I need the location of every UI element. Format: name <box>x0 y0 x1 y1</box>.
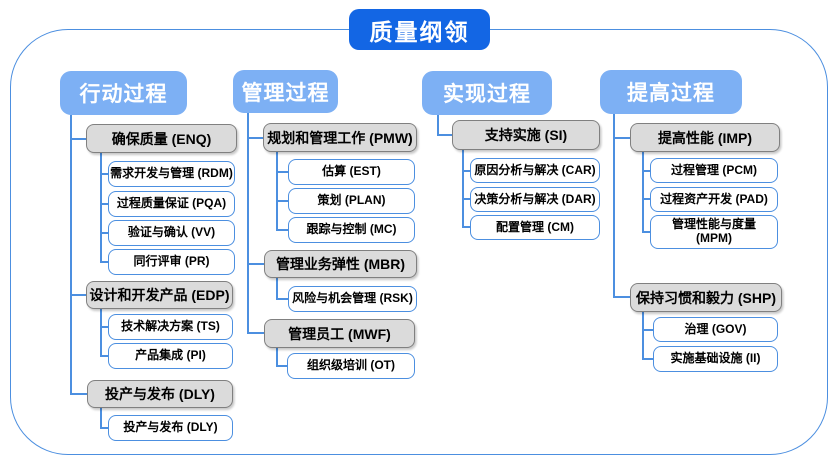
connector-col4-spine <box>613 114 615 297</box>
leaf-dar: 决策分析与解决 (DAR) <box>470 187 600 212</box>
leaf-plan: 策划 (PLAN) <box>288 188 415 214</box>
connector-col1-dly <box>70 393 87 395</box>
leaf-dly: 投产与发布 (DLY) <box>108 415 233 441</box>
connector-col2-spine <box>247 113 249 333</box>
connector-col4-shp <box>613 296 630 298</box>
connector-mwf-spine <box>276 348 278 366</box>
connector-pad <box>642 198 650 200</box>
connector-col2-pmw <box>247 137 263 139</box>
connector-edp-spine <box>100 309 102 356</box>
branch-header-action-process: 行动过程 <box>60 71 187 115</box>
connector-col2-mwf <box>247 332 264 334</box>
group-enq: 确保质量 (ENQ) <box>86 124 237 153</box>
diagram-title: 质量纲领 <box>349 9 490 50</box>
connector-pqa <box>100 203 108 205</box>
leaf-pi: 产品集成 (PI) <box>108 343 233 369</box>
connector-ot <box>276 365 287 367</box>
leaf-car: 原因分析与解决 (CAR) <box>470 158 600 183</box>
leaf-pad: 过程资产开发 (PAD) <box>650 187 778 212</box>
connector-plan <box>276 200 288 202</box>
leaf-mpm: 管理性能与度量 (MPM) <box>650 215 778 249</box>
connector-gov <box>642 329 653 331</box>
connector-col1-enq <box>70 138 86 140</box>
connector-col3-spine <box>437 115 439 135</box>
leaf-ts: 技术解决方案 (TS) <box>108 314 233 340</box>
connector-pi <box>100 355 108 357</box>
connector-est <box>276 171 288 173</box>
connector-mbr-spine <box>276 278 278 299</box>
connector-dly-spine <box>100 408 102 428</box>
group-si: 支持实施 (SI) <box>452 120 600 150</box>
branch-header-implementation-process: 实现过程 <box>422 71 552 115</box>
connector-enq-spine <box>100 153 102 262</box>
connector-rsk <box>276 298 288 300</box>
connector-dly-leaf <box>100 427 108 429</box>
branch-header-improvement-process: 提高过程 <box>600 70 742 114</box>
connector-col1-spine <box>70 115 72 394</box>
group-mwf: 管理员工 (MWF) <box>264 319 415 348</box>
leaf-mc: 跟踪与控制 (MC) <box>288 217 415 243</box>
connector-cm <box>462 226 470 228</box>
connector-dar <box>462 198 470 200</box>
connector-shp-spine <box>642 312 644 359</box>
leaf-est: 估算 (EST) <box>288 159 415 185</box>
leaf-gov: 治理 (GOV) <box>653 317 778 342</box>
connector-pr <box>100 261 108 263</box>
group-mbr: 管理业务弹性 (MBR) <box>264 250 417 278</box>
connector-pcm <box>642 170 650 172</box>
connector-car <box>462 170 470 172</box>
connector-vv <box>100 232 108 234</box>
group-pmw: 规划和管理工作 (PMW) <box>263 123 417 152</box>
connector-si-spine <box>462 150 464 227</box>
leaf-pqa: 过程质量保证 (PQA) <box>108 191 235 217</box>
leaf-cm: 配置管理 (CM) <box>470 215 600 240</box>
connector-pmw-spine <box>276 152 278 230</box>
connector-ts <box>100 326 108 328</box>
leaf-rsk: 风险与机会管理 (RSK) <box>288 286 417 312</box>
connector-col2-mbr <box>247 263 264 265</box>
connector-col1-edp <box>70 294 86 296</box>
connector-col4-imp <box>613 137 630 139</box>
leaf-pr: 同行评审 (PR) <box>108 249 235 275</box>
leaf-pcm: 过程管理 (PCM) <box>650 158 778 183</box>
connector-imp-spine <box>642 152 644 232</box>
connector-col3-si <box>437 134 452 136</box>
connector-ii <box>642 358 653 360</box>
leaf-vv: 验证与确认 (VV) <box>108 220 235 246</box>
connector-mpm <box>642 231 650 233</box>
leaf-ot: 组织级培训 (OT) <box>287 353 415 379</box>
group-shp: 保持习惯和毅力 (SHP) <box>630 283 782 312</box>
connector-rdm <box>100 173 108 175</box>
leaf-rdm: 需求开发与管理 (RDM) <box>108 161 235 187</box>
group-imp: 提高性能 (IMP) <box>630 123 780 152</box>
leaf-ii: 实施基础设施 (II) <box>653 346 778 372</box>
branch-header-management-process: 管理过程 <box>233 70 338 113</box>
group-edp: 设计和开发产品 (EDP) <box>86 281 233 309</box>
group-dly: 投产与发布 (DLY) <box>87 380 233 408</box>
connector-mc <box>276 229 288 231</box>
